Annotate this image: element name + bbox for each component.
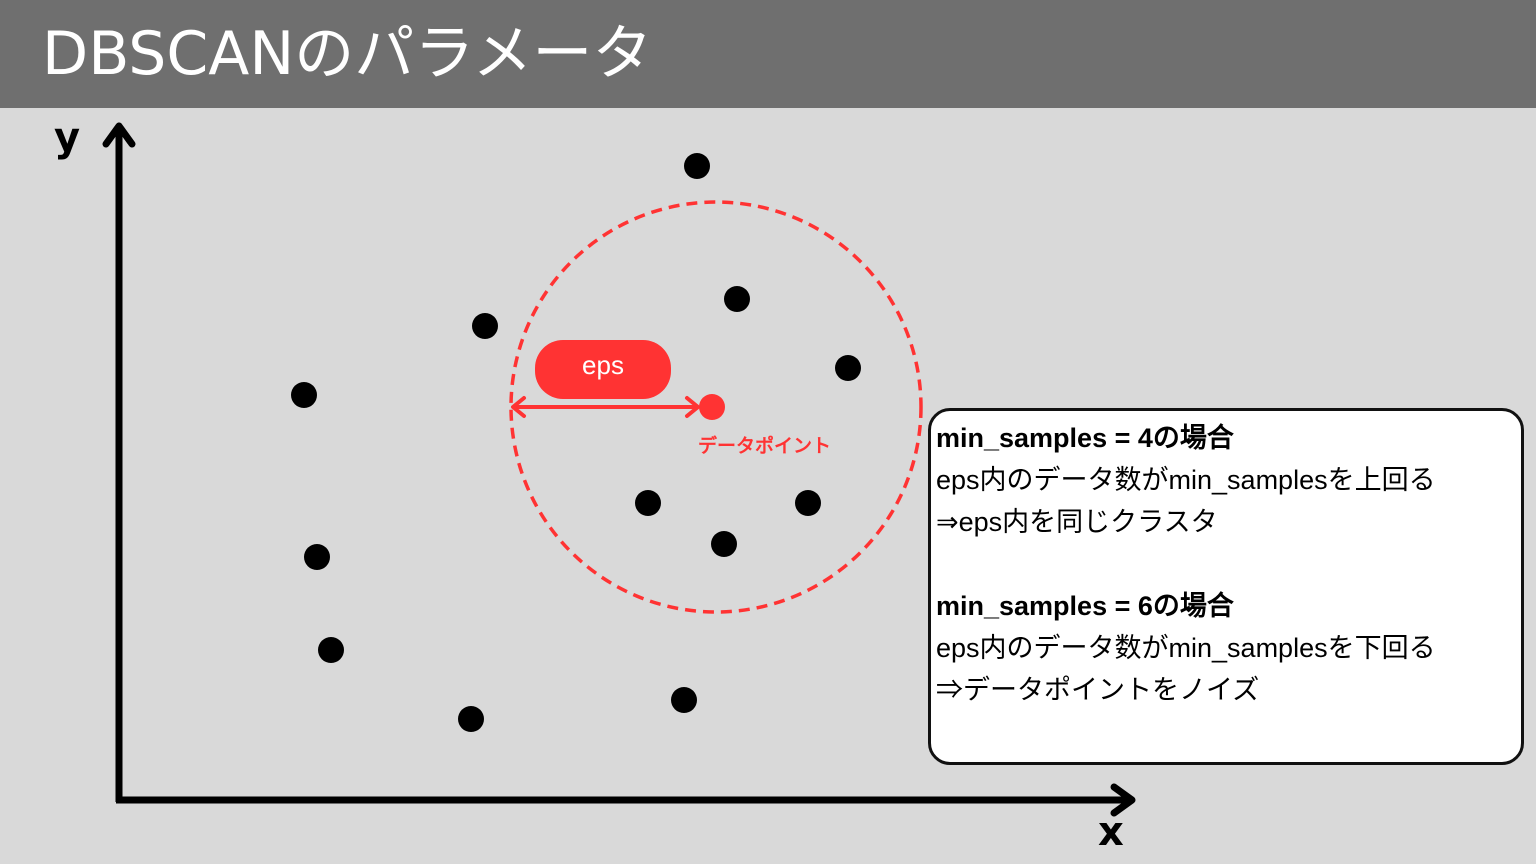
case1-line1: eps内のデータ数がmin_samplesを上回る bbox=[936, 465, 1436, 495]
case2-title: min_samples = 6の場合 bbox=[936, 591, 1234, 621]
core-data-point bbox=[699, 394, 725, 420]
data-point bbox=[291, 382, 317, 408]
data-point bbox=[835, 355, 861, 381]
data-point bbox=[458, 706, 484, 732]
case1-title: min_samples = 4の場合 bbox=[936, 423, 1234, 453]
case2-line1: eps内のデータ数がmin_samplesを下回る bbox=[936, 633, 1436, 663]
y-axis bbox=[102, 122, 136, 802]
data-point bbox=[318, 637, 344, 663]
data-point bbox=[684, 153, 710, 179]
data-point bbox=[795, 490, 821, 516]
case1-line2: ⇒eps内を同じクラスタ bbox=[936, 507, 1218, 537]
eps-badge: eps bbox=[535, 340, 671, 399]
x-axis bbox=[116, 783, 1136, 817]
data-point bbox=[635, 490, 661, 516]
page-title: DBSCANのパラメータ bbox=[42, 19, 653, 89]
explanation-box: min_samples = 4の場合 eps内のデータ数がmin_samples… bbox=[928, 408, 1524, 765]
eps-neighborhood-circle bbox=[509, 200, 923, 614]
eps-radius-arrow bbox=[511, 396, 700, 418]
x-axis-label: x bbox=[1098, 809, 1124, 855]
data-point bbox=[671, 687, 697, 713]
data-point bbox=[711, 531, 737, 557]
data-point bbox=[304, 544, 330, 570]
y-axis-label: y bbox=[54, 115, 81, 161]
data-point bbox=[724, 286, 750, 312]
data-points bbox=[291, 153, 861, 732]
title-bar: DBSCANのパラメータ bbox=[0, 0, 1536, 108]
case2-line2: ⇒データポイントをノイズ bbox=[936, 675, 1260, 705]
data-point-label: データポイント bbox=[698, 435, 832, 457]
data-point bbox=[472, 313, 498, 339]
